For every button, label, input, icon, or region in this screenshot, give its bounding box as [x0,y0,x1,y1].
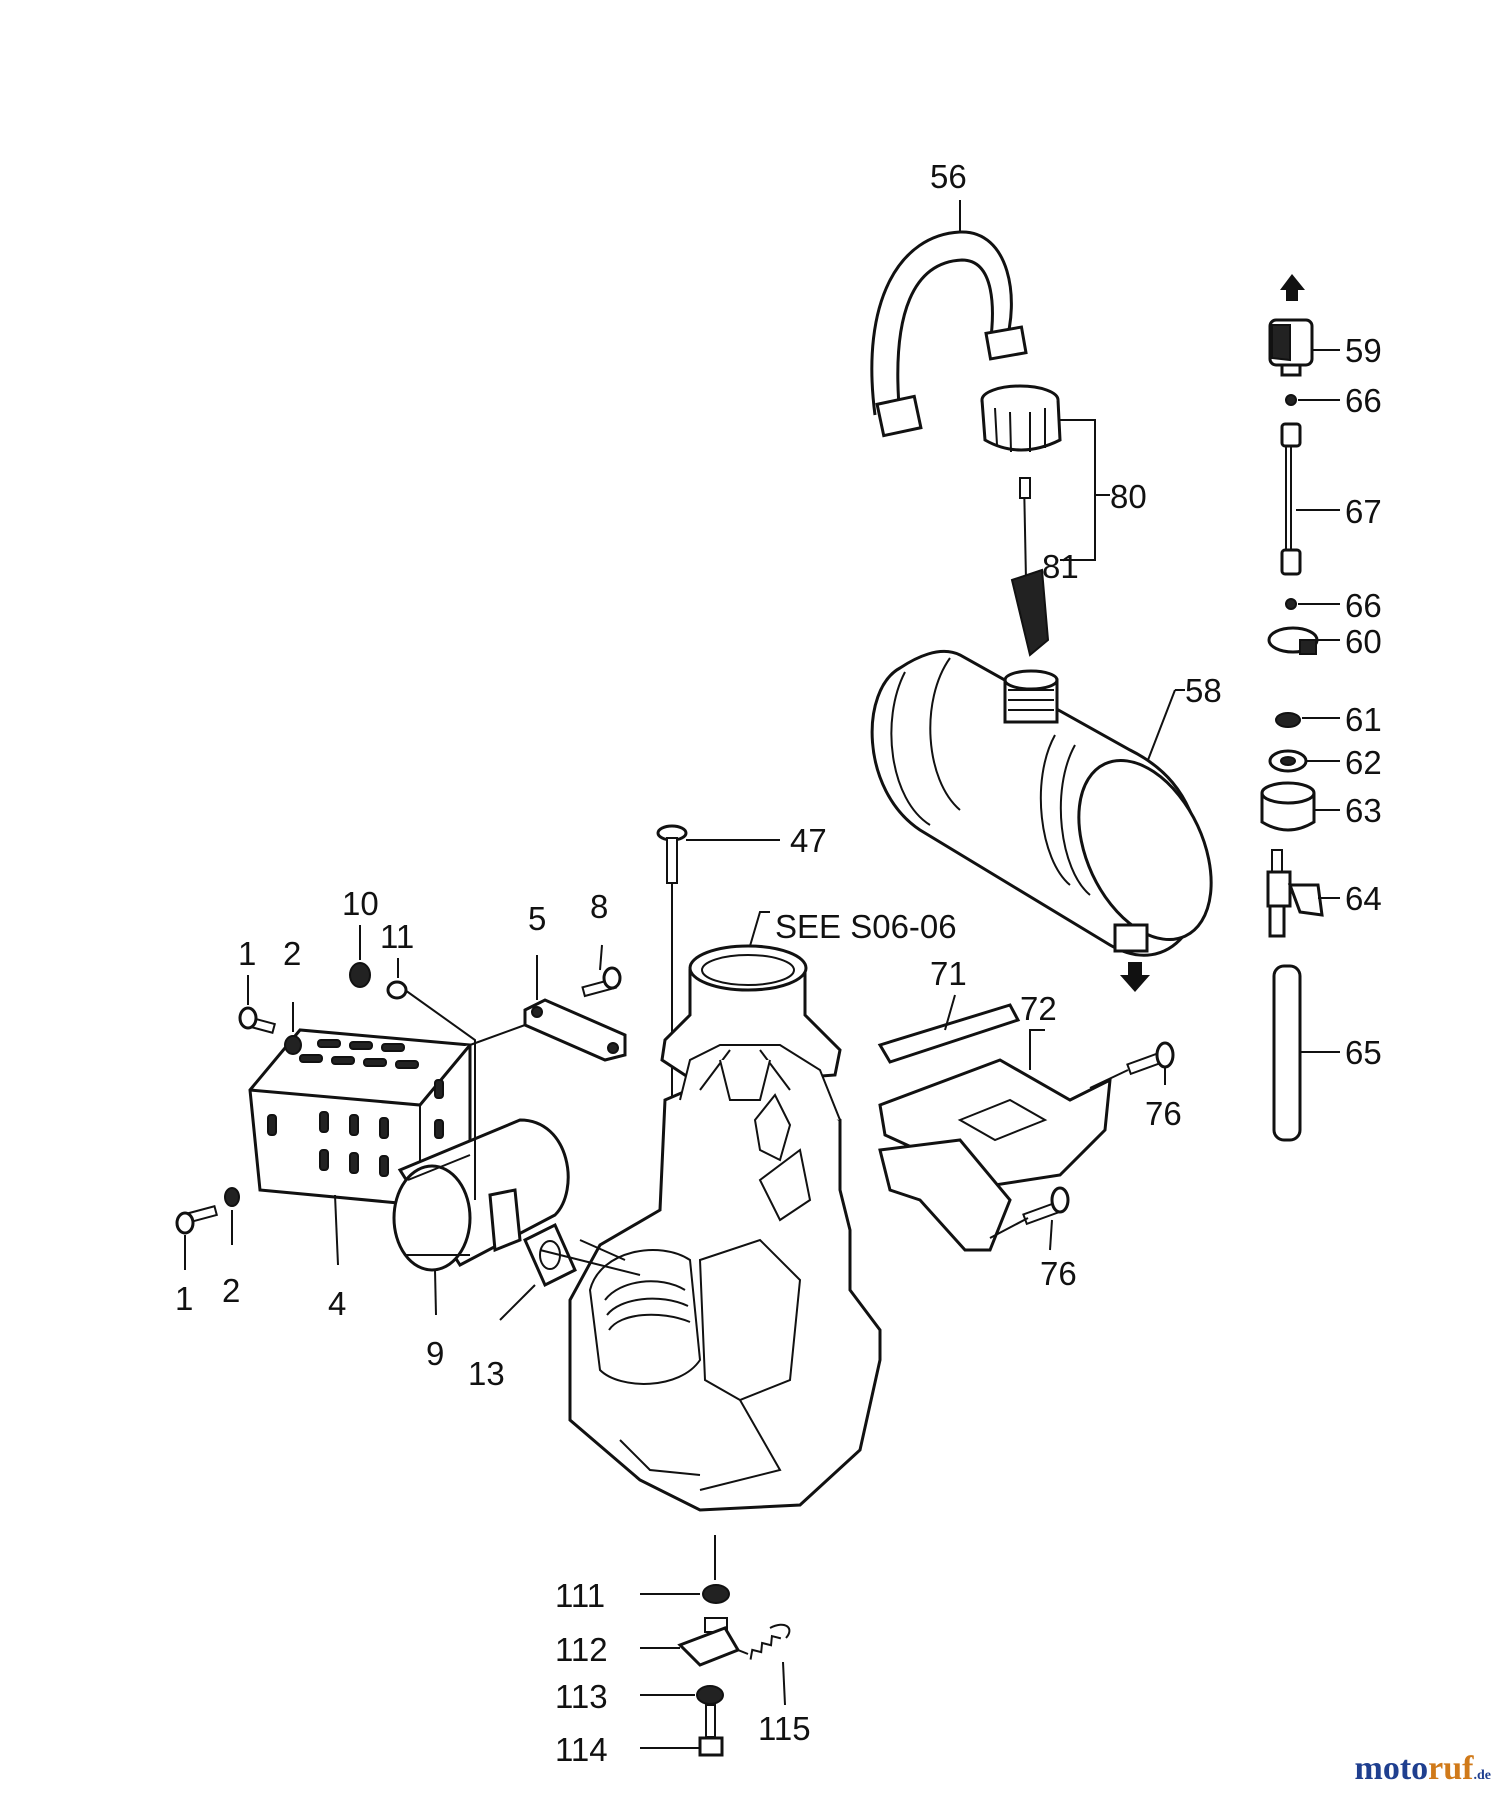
label-part-8: 8 [590,888,608,925]
label-part-112: 112 [555,1631,608,1668]
part-76-bolt-lower [1022,1186,1070,1226]
label-part-76-lower: 76 [1040,1255,1077,1292]
part-4-muffler-guard [248,1028,472,1207]
part-1-bolt-lower [175,1205,219,1235]
part-80-fuel-cap [980,384,1062,453]
reference-note: SEE S06-06 [775,908,957,945]
label-part-115: 115 [758,1710,811,1747]
part-59-filter [1268,274,1314,377]
part-81-fuel-gauge [1010,477,1050,657]
part-66-washer-upper [1285,394,1297,406]
part-76-bolt-upper [1126,1041,1175,1076]
part-58-fuel-tank [870,649,1213,957]
part-47-bolt [656,824,688,884]
label-part-4: 4 [328,1285,346,1322]
label-part-80: 80 [1110,478,1147,515]
part-61-washer [1275,712,1301,728]
part-2-washer-upper [284,1035,302,1055]
part-115-spring [749,1623,791,1660]
part-9-muffler [392,1118,570,1272]
label-part-81: 81 [1042,548,1079,585]
label-part-60: 60 [1345,623,1382,660]
part-63-cup [1260,781,1316,832]
part-66-washer-lower [1285,598,1297,610]
part-72-bracket [878,1058,1112,1252]
label-part-66-lower: 66 [1345,587,1382,624]
label-part-58: 58 [1185,672,1222,709]
arrow-down-icon [1120,975,1150,992]
label-part-9: 9 [426,1335,444,1372]
label-part-76-upper: 76 [1145,1095,1182,1132]
label-part-2-lower: 2 [222,1272,240,1309]
label-part-66-upper: 66 [1345,382,1382,419]
label-part-61: 61 [1345,701,1382,738]
label-part-56: 56 [930,158,967,195]
label-part-111: 111 [555,1577,605,1614]
label-part-67: 67 [1345,493,1382,530]
part-10-nut [349,962,371,988]
label-part-59: 59 [1345,332,1382,369]
label-part-114: 114 [555,1731,608,1768]
part-67-fuel-pipe [1280,422,1302,576]
part-8-bolt [581,966,622,998]
part-113-washer [696,1685,724,1705]
label-part-64: 64 [1345,880,1382,917]
label-part-71: 71 [930,955,967,992]
label-part-72: 72 [1020,990,1057,1027]
label-part-1-lower: 1 [175,1280,193,1317]
label-part-13: 13 [468,1355,505,1392]
part-60-hose-clamp [1267,626,1319,655]
label-part-65: 65 [1345,1034,1382,1071]
watermark-text-suffix: .de [1473,1768,1492,1783]
part-11-washer [386,980,408,1000]
part-5-bracket-plate [523,998,627,1062]
label-part-11: 11 [380,918,414,955]
label-part-113: 113 [555,1678,608,1715]
part-64-fuel-cock [1266,849,1324,938]
part-2-washer-lower [224,1187,240,1207]
label-part-10: 10 [342,885,379,922]
watermark-text-main: moto [1354,1750,1429,1787]
arrow-up-icon [1280,274,1305,290]
label-part-47: 47 [790,822,827,859]
part-111-washer [702,1584,730,1604]
label-part-62: 62 [1345,744,1382,781]
part-13-gasket [523,1222,577,1288]
watermark-text-accent: ruf [1428,1750,1474,1787]
part-112-weight [677,1617,741,1667]
site-watermark: motoruf.de [1355,1750,1491,1788]
label-part-5: 5 [528,900,546,937]
part-56-strap [870,230,1028,438]
label-part-1-upper: 1 [238,935,256,972]
label-part-2-upper: 2 [283,935,301,972]
label-part-63: 63 [1345,792,1382,829]
engine-block [568,1044,882,1512]
part-1-bolt-upper [238,1006,277,1034]
part-65-fuel-hose [1272,964,1302,1142]
part-114-bolt [698,1704,724,1757]
part-62-ring [1268,749,1308,773]
part-71-plate [877,1003,1021,1064]
